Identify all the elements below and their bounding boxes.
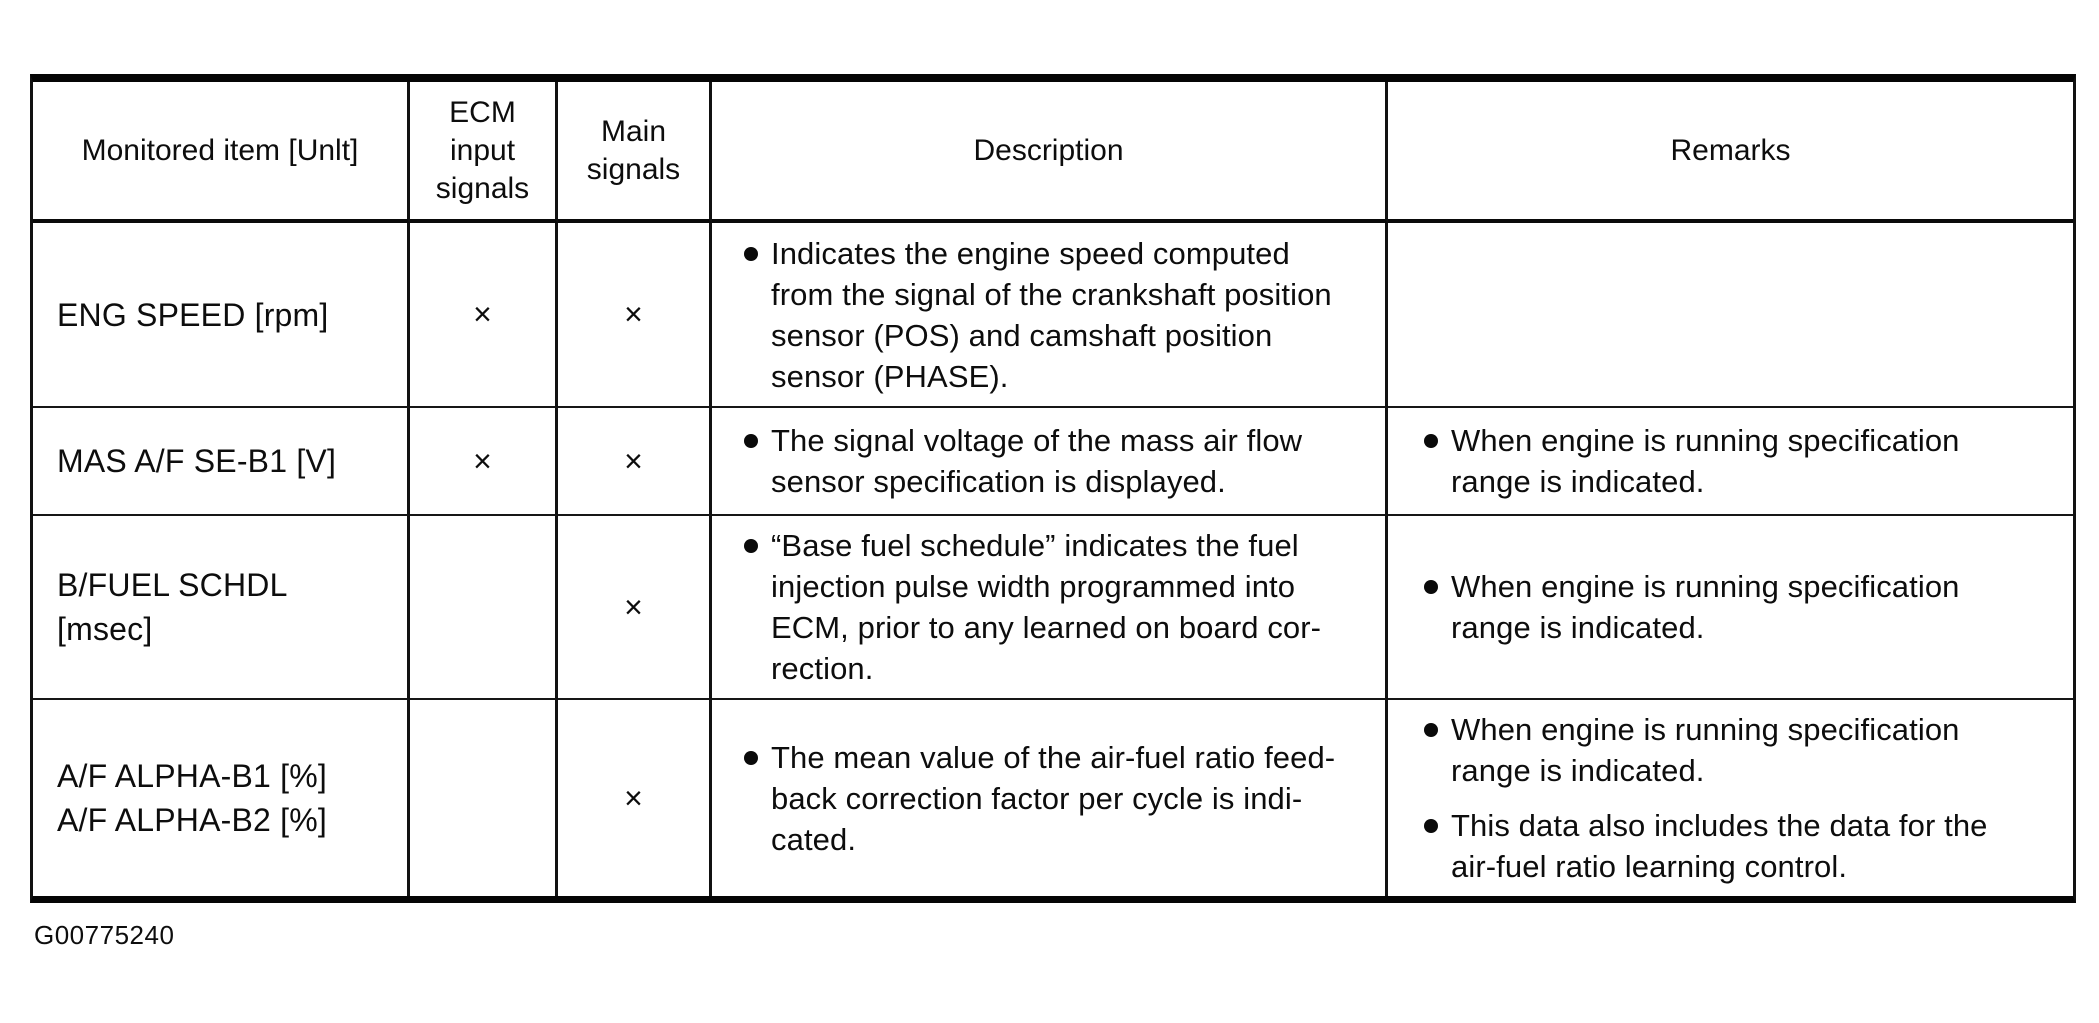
cell-description: Indicates the engine speed computed from…	[712, 223, 1388, 408]
text-line: from the signal of the crankshaft positi…	[771, 276, 1332, 312]
column-header-line: ECM	[449, 95, 516, 129]
text-line: range is indicated.	[1451, 610, 1705, 645]
text-line: air-fuel ratio learning control.	[1451, 849, 1848, 884]
column-header-ecm-input-signals: ECM input signals	[410, 82, 558, 223]
text-line: When engine is running specification	[1451, 569, 1960, 604]
text-line: sensor specification is displayed.	[771, 464, 1226, 499]
bullet-text: When engine is running specification ran…	[1451, 420, 1960, 502]
column-header-label: Remarks	[1670, 133, 1791, 167]
cell-main-signal: ×	[558, 223, 712, 408]
text-line: Indicates the engine speed computed	[771, 235, 1290, 271]
monitored-item-line: A/F ALPHA-B1 [%]	[57, 758, 327, 794]
cell-main-signal: ×	[558, 700, 712, 896]
remarks-bullet: This data also includes the data for the…	[1424, 805, 2063, 887]
bullet-icon	[744, 246, 758, 261]
cell-remarks: When engine is running specification ran…	[1388, 700, 2073, 896]
text-line: ECM, prior to any learned on board cor-	[771, 610, 1322, 645]
column-header-monitored-item: Monitored item [Unlt]	[33, 82, 410, 223]
bullet-text: This data also includes the data for the…	[1451, 805, 1988, 887]
column-header-label: Description	[973, 133, 1124, 167]
cell-remarks: When engine is running specification ran…	[1388, 408, 2073, 516]
x-mark: ×	[624, 588, 643, 625]
column-header-label: Monitored item [Unlt]	[81, 133, 359, 167]
monitored-items-table: Monitored item [Unlt] ECM input signals …	[30, 74, 2076, 903]
cell-ecm-input-signal	[410, 516, 558, 700]
text-line: rection.	[771, 651, 874, 686]
x-mark: ×	[624, 296, 643, 332]
bullet-icon	[1424, 819, 1438, 833]
bullet-text: The signal voltage of the mass air flow …	[771, 420, 1302, 502]
text-line: back correction factor per cycle is indi…	[771, 780, 1303, 816]
column-header-line: signals	[586, 152, 681, 186]
text-line: sensor (PHASE).	[771, 358, 1009, 394]
remarks-bullet: When engine is running specification ran…	[1424, 566, 2063, 648]
cell-monitored-item: MAS A/F SE-B1 [V]	[33, 408, 410, 516]
bullet-text: The mean value of the air-fuel ratio fee…	[771, 737, 1335, 860]
bullet-icon	[1424, 580, 1438, 594]
monitored-item-line: [msec]	[57, 611, 153, 647]
bullet-icon	[1424, 723, 1438, 737]
cell-remarks	[1388, 223, 2073, 408]
cell-description: “Base fuel schedule” indicates the fuel …	[712, 516, 1388, 700]
column-header-main-signals: Main signals	[558, 82, 712, 223]
column-header-line: input	[449, 133, 516, 167]
text-line: cated.	[771, 821, 857, 857]
x-mark: ×	[473, 442, 492, 479]
bullet-text: “Base fuel schedule” indicates the fuel …	[771, 525, 1321, 689]
text-line: injection pulse width programmed into	[771, 569, 1296, 604]
cell-monitored-item: ENG SPEED [rpm]	[33, 223, 410, 408]
description-bullet: The mean value of the air-fuel ratio fee…	[744, 737, 1375, 860]
remarks-bullet: When engine is running specification ran…	[1424, 420, 2063, 502]
description-bullet: Indicates the engine speed computed from…	[744, 233, 1375, 397]
cell-description: The mean value of the air-fuel ratio fee…	[712, 700, 1388, 896]
figure-id-label: G00775240	[34, 920, 175, 950]
x-mark: ×	[473, 296, 492, 332]
text-line: This data also includes the data for the	[1451, 808, 1988, 843]
x-mark: ×	[624, 779, 643, 816]
bullet-icon	[744, 434, 758, 448]
column-header-remarks: Remarks	[1388, 82, 2073, 223]
cell-ecm-input-signal: ×	[410, 223, 558, 408]
description-bullet: “Base fuel schedule” indicates the fuel …	[744, 525, 1375, 689]
monitored-item-line: MAS A/F SE-B1 [V]	[57, 443, 337, 479]
bullet-text: When engine is running specification ran…	[1451, 566, 1960, 648]
cell-main-signal: ×	[558, 516, 712, 700]
text-line: sensor (POS) and camshaft position	[771, 317, 1273, 353]
cell-ecm-input-signal: ×	[410, 408, 558, 516]
bullet-icon	[744, 750, 758, 765]
bullet-icon	[1424, 434, 1438, 448]
bullet-icon	[744, 539, 758, 553]
text-line: When engine is running specification	[1451, 423, 1960, 458]
monitored-item-line: A/F ALPHA-B2 [%]	[57, 802, 327, 838]
cell-monitored-item: B/FUEL SCHDL [msec]	[33, 516, 410, 700]
cell-description: The signal voltage of the mass air flow …	[712, 408, 1388, 516]
description-bullet: The signal voltage of the mass air flow …	[744, 420, 1375, 502]
text-line: “Base fuel schedule” indicates the fuel	[771, 528, 1299, 563]
cell-monitored-item: A/F ALPHA-B1 [%] A/F ALPHA-B2 [%]	[33, 700, 410, 896]
monitored-item-line: B/FUEL SCHDL	[57, 567, 288, 603]
cell-ecm-input-signal	[410, 700, 558, 896]
column-header-line: Main	[600, 114, 667, 148]
monitored-item-line: ENG SPEED [rpm]	[57, 296, 329, 333]
bullet-text: Indicates the engine speed computed from…	[771, 233, 1332, 397]
text-line: The signal voltage of the mass air flow	[771, 423, 1303, 458]
column-header-description: Description	[712, 82, 1388, 223]
remarks-bullet: When engine is running specification ran…	[1424, 709, 2063, 791]
text-line: range is indicated.	[1451, 753, 1705, 788]
text-line: The mean value of the air-fuel ratio fee…	[771, 739, 1336, 775]
cell-remarks: When engine is running specification ran…	[1388, 516, 2073, 700]
column-header-line: signals	[435, 171, 530, 205]
text-line: range is indicated.	[1451, 464, 1705, 499]
text-line: When engine is running specification	[1451, 712, 1960, 747]
x-mark: ×	[624, 442, 643, 479]
cell-main-signal: ×	[558, 408, 712, 516]
bullet-text: When engine is running specification ran…	[1451, 709, 1960, 791]
